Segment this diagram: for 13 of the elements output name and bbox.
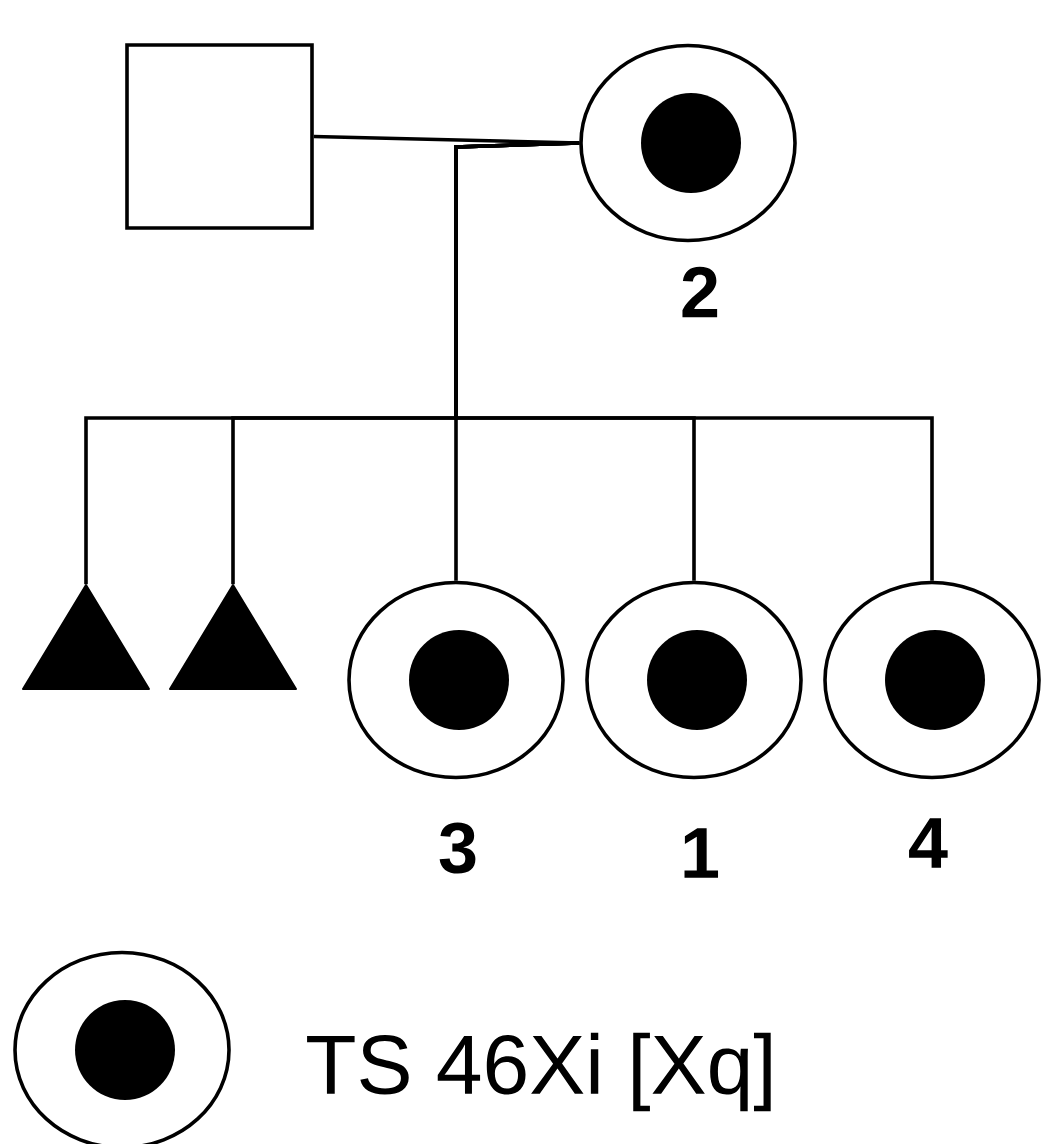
individual-number: 1 <box>684 828 718 878</box>
triangle-symbol <box>169 584 297 690</box>
circle-symbol <box>585 580 803 780</box>
legend-text: TS 46Xi [Xq] <box>307 1032 771 1112</box>
triangle-symbol <box>22 584 150 690</box>
circle-symbol <box>823 580 1041 780</box>
circle-symbol <box>579 43 797 243</box>
individual-number: 3 <box>439 822 476 874</box>
circle-symbol <box>347 580 565 780</box>
individual-number: 2 <box>682 266 718 318</box>
square-symbol <box>125 43 314 230</box>
individual-number: 4 <box>909 818 948 868</box>
descent-line <box>454 141 934 581</box>
